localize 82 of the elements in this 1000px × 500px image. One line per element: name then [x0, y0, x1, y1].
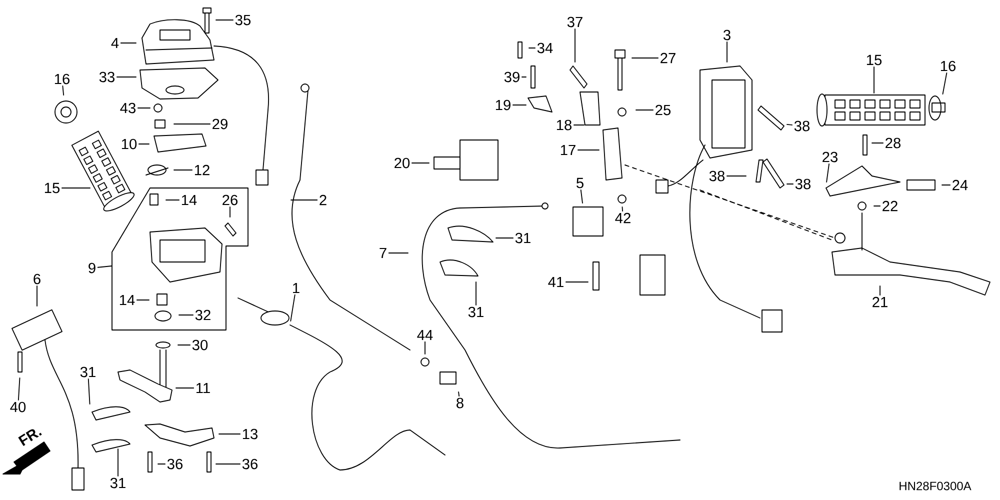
leader-line	[574, 124, 584, 126]
callout-number: 23	[822, 152, 838, 162]
leader-line	[388, 252, 408, 254]
leader-line	[412, 162, 430, 164]
leader-line	[522, 76, 526, 78]
callout-number: 35	[235, 14, 251, 26]
callout-number: 11	[196, 382, 210, 394]
callout-number: 21	[872, 296, 888, 308]
leader-line	[942, 72, 948, 95]
callout-number: 16	[54, 74, 70, 84]
callout-number: 24	[952, 180, 968, 190]
callout-number: 30	[192, 340, 208, 350]
leader-line	[512, 104, 526, 106]
callout-number: 17	[560, 144, 576, 156]
callout-number: 10	[122, 138, 137, 150]
callout-number: 1	[293, 282, 300, 294]
callout-number: 41	[548, 276, 564, 288]
callout-number: 40	[10, 402, 26, 412]
callout-number: 20	[394, 158, 410, 168]
callout-number: 31	[110, 478, 126, 488]
callout-number: 32	[195, 310, 210, 320]
leader-line	[580, 189, 583, 204]
drawing-code: HN28F0300A	[900, 482, 972, 490]
callout-number: 31	[468, 306, 484, 318]
callout-number: 15	[44, 182, 60, 194]
leader-line	[97, 266, 112, 268]
callout-number: 8	[456, 398, 464, 408]
leader-line	[116, 76, 136, 78]
leader-line	[18, 378, 20, 400]
leader-line	[826, 164, 830, 182]
callout-number: 12	[194, 164, 210, 176]
leader-line	[178, 344, 191, 346]
leader-line	[178, 314, 194, 316]
callout-number: 2	[320, 194, 326, 206]
callout-number: 22	[882, 200, 898, 212]
callout-number: 4	[111, 38, 119, 48]
leader-line	[290, 294, 296, 322]
callout-number: 7	[380, 248, 386, 258]
callout-number: 31	[515, 232, 530, 244]
callout-number: 34	[537, 42, 553, 54]
leader-line	[424, 341, 426, 354]
callout-number: 18	[556, 120, 572, 130]
group-bracket	[112, 188, 248, 330]
callout-number: 38	[794, 120, 810, 132]
callout-number: 9	[88, 262, 96, 274]
leader-line	[88, 378, 90, 404]
leader-line	[872, 142, 884, 144]
callout-number: 44	[417, 330, 433, 340]
leader-line	[62, 86, 64, 96]
callout-number: 42	[615, 212, 630, 224]
callout-number: 36	[167, 458, 182, 470]
callout-number: 29	[212, 118, 228, 130]
fr-label: FR.	[18, 429, 42, 446]
leader-line	[726, 42, 728, 62]
callout-number: 19	[496, 100, 510, 110]
callout-number: 38	[795, 178, 811, 190]
callout-number: 5	[576, 178, 584, 188]
callout-number: 37	[567, 16, 582, 28]
callout-number: 27	[660, 52, 676, 64]
leader-line	[36, 286, 38, 306]
callout-number: 15	[866, 54, 882, 66]
callout-number: 26	[222, 194, 238, 206]
leader-line	[120, 42, 136, 44]
callout-number: 16	[940, 60, 956, 72]
callout-number: 38	[709, 170, 724, 182]
callout-number: 39	[504, 72, 520, 82]
callout-number: 3	[724, 30, 730, 40]
leader-line	[574, 28, 576, 62]
callout-number: 43	[120, 102, 136, 114]
callout-number: 31	[80, 366, 96, 378]
callout-number: 14	[182, 194, 197, 206]
callout-number: 13	[242, 428, 258, 440]
leader-line	[786, 124, 793, 126]
callout-number: 25	[656, 104, 671, 116]
callout-number: 33	[99, 72, 114, 82]
callout-number: 6	[34, 274, 40, 284]
callout-number: 28	[886, 138, 901, 148]
callout-number: 36	[242, 458, 258, 470]
leader-line	[942, 184, 951, 186]
callout-number: 14	[120, 294, 135, 306]
leader-line	[458, 392, 460, 396]
leader-line	[622, 206, 624, 212]
